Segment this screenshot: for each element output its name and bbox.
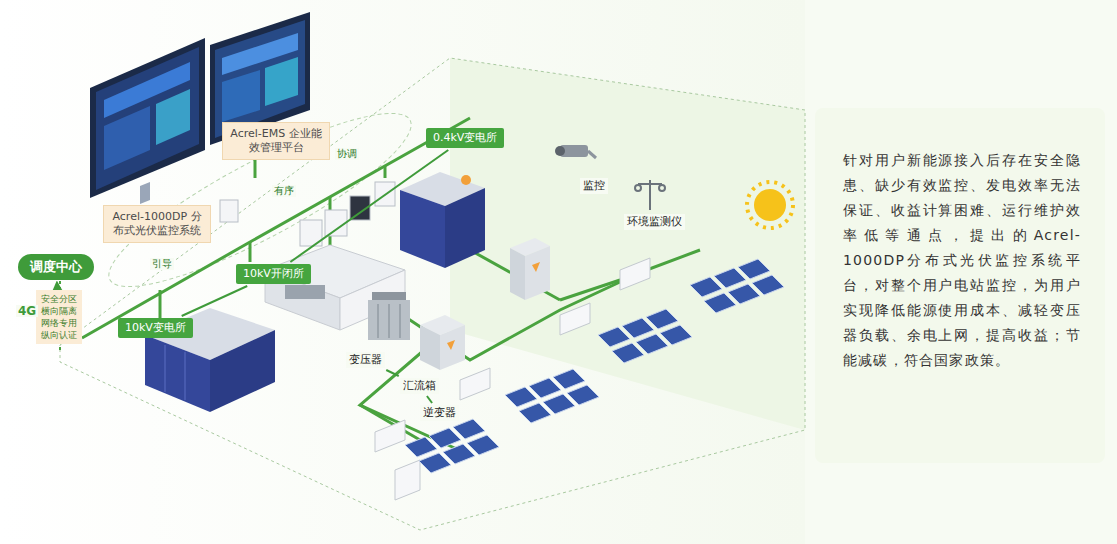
tag-node: 10kV开闭所 bbox=[236, 264, 311, 284]
beige-node: Acrel-1000DP 分布式光伏监控系统 bbox=[103, 205, 211, 243]
solar-panel bbox=[660, 325, 692, 345]
label-text: 协调 bbox=[335, 148, 359, 160]
connector bbox=[427, 396, 432, 403]
solar-panel bbox=[405, 437, 437, 457]
back-wall bbox=[450, 58, 805, 430]
node-text: 安全分区 bbox=[41, 293, 77, 305]
camera bbox=[555, 145, 596, 158]
node-text: 逆变器 bbox=[423, 406, 456, 420]
solar-arrays bbox=[405, 259, 784, 473]
solar-panel bbox=[443, 444, 475, 464]
node-text: 监控 bbox=[583, 179, 605, 193]
monitor-left bbox=[90, 38, 205, 204]
node-text: Acrel-1000DP 分布式光伏监控系统 bbox=[110, 210, 204, 238]
inverters bbox=[375, 258, 650, 500]
node-text: 环境监测仪 bbox=[627, 215, 682, 229]
connector bbox=[386, 370, 398, 376]
tag-node: 10kV变电所 bbox=[118, 318, 193, 338]
plain-node: 逆变器 bbox=[420, 405, 459, 421]
solar-panel bbox=[567, 385, 599, 405]
beige-node: Acrel-EMS 企业能效管理平台 bbox=[222, 122, 330, 160]
pill-node: 调度中心 bbox=[18, 254, 94, 280]
solar-panel bbox=[453, 419, 485, 439]
plain-node: 变压器 bbox=[346, 352, 385, 368]
connector bbox=[182, 286, 248, 316]
node-text: 网络专用 bbox=[41, 317, 77, 329]
node-text: 0.4kV变电所 bbox=[433, 131, 497, 145]
solar-panel bbox=[752, 275, 784, 295]
label-text: 4G bbox=[16, 305, 38, 317]
bus-lines bbox=[82, 118, 700, 455]
panel-node: 针对用户新能源接入后存在安全隐患、缺少有效监控、发电效率无法保证、收益计算困难、… bbox=[815, 108, 1105, 463]
substation-04kv bbox=[400, 172, 485, 268]
list-node: 安全分区横向隔离网络专用纵向认证 bbox=[36, 290, 82, 344]
side-ground bbox=[805, 0, 1117, 544]
cabinets bbox=[510, 238, 550, 300]
solar-panel bbox=[728, 284, 760, 304]
label-text: 引导 bbox=[150, 258, 174, 270]
node-text: 10kV变电所 bbox=[125, 321, 186, 335]
node-text: Acrel-EMS 企业能效管理平台 bbox=[229, 127, 323, 155]
connector bbox=[290, 150, 448, 262]
combiner-box bbox=[420, 315, 465, 370]
solar-panel bbox=[704, 293, 736, 313]
solar-panel bbox=[467, 435, 499, 455]
solar-panel bbox=[622, 318, 654, 338]
sun bbox=[747, 182, 793, 228]
meters bbox=[220, 182, 395, 246]
solar-panel bbox=[612, 343, 644, 363]
weather-station bbox=[635, 180, 665, 210]
connector bbox=[56, 282, 58, 288]
solar-panel bbox=[429, 428, 461, 448]
solar-panel bbox=[646, 309, 678, 329]
node-text: 调度中心 bbox=[30, 259, 82, 275]
node-text: 纵向认证 bbox=[41, 329, 77, 341]
ground bbox=[0, 0, 805, 544]
label-text: 有序 bbox=[272, 185, 296, 197]
solar-panel bbox=[690, 277, 722, 297]
node-text: 变压器 bbox=[349, 353, 382, 367]
solar-panel bbox=[598, 327, 630, 347]
solar-panel bbox=[519, 403, 551, 423]
solar-panel bbox=[738, 259, 770, 279]
tag-node: 0.4kV变电所 bbox=[426, 128, 504, 148]
plain-node: 环境监测仪 bbox=[624, 214, 685, 230]
transformer-symbol bbox=[368, 292, 410, 340]
node-text: 10kV开闭所 bbox=[243, 267, 304, 281]
solar-panel bbox=[543, 394, 575, 414]
plain-node: 监控 bbox=[580, 178, 608, 194]
solar-panel bbox=[714, 268, 746, 288]
solar-panel bbox=[505, 387, 537, 407]
solar-panel bbox=[553, 369, 585, 389]
node-text: 针对用户新能源接入后存在安全隐患、缺少有效监控、发电效率无法保证、收益计算困难、… bbox=[843, 148, 1081, 373]
node-text: 横向隔离 bbox=[41, 305, 77, 317]
solar-panel bbox=[419, 453, 451, 473]
site-outline bbox=[60, 58, 805, 530]
plain-node: 汇流箱 bbox=[400, 378, 439, 394]
solar-panel bbox=[529, 378, 561, 398]
node-text: 汇流箱 bbox=[403, 379, 436, 393]
solar-panel bbox=[636, 334, 668, 354]
